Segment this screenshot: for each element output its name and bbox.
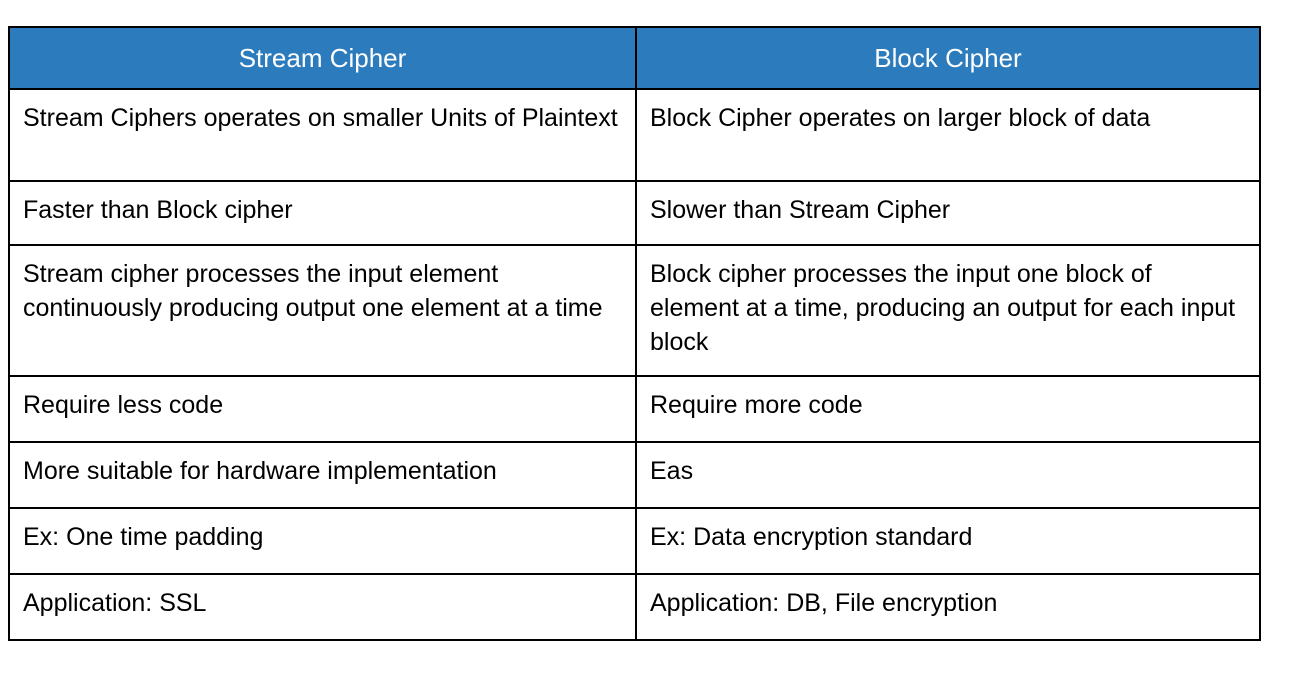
cell-text: Ex: Data encryption standard [650,523,973,551]
cell-block-3: Require more code [635,375,1261,443]
cell-text: Block cipher processes the input one blo… [650,260,1236,356]
table-body: Stream Ciphers operates on smaller Units… [8,88,1261,641]
cell-text: Application: DB, File encryption [650,589,998,617]
cell-block-0: Block Cipher operates on larger block of… [635,88,1261,182]
cell-stream-5: Ex: One time padding [8,507,637,575]
table-row: More suitable for hardware implementatio… [8,441,1261,509]
table-row: Require less code Require more code [8,375,1261,443]
cell-block-2: Block cipher processes the input one blo… [635,244,1261,377]
cell-block-1: Slower than Stream Cipher [635,180,1261,246]
cell-stream-4: More suitable for hardware implementatio… [8,441,637,509]
cell-block-4: Eas [635,441,1261,509]
table-row: Application: SSL Application: DB, File e… [8,573,1261,641]
cell-stream-3: Require less code [8,375,637,443]
cell-stream-1: Faster than Block cipher [8,180,637,246]
cell-stream-2: Stream cipher processes the input elemen… [8,244,637,377]
table-row: Ex: One time padding Ex: Data encryption… [8,507,1261,575]
table-header: Stream Cipher Block Cipher [8,26,1261,90]
cell-stream-6: Application: SSL [8,573,637,641]
table-row: Faster than Block cipher Slower than Str… [8,180,1261,246]
cell-text: Slower than Stream Cipher [650,196,951,224]
cell-text: Eas [650,457,694,485]
cell-block-5: Ex: Data encryption standard [635,507,1261,575]
cell-text: Faster than Block cipher [23,196,293,224]
table-row: Stream Ciphers operates on smaller Units… [8,88,1261,182]
cell-text: Require more code [650,391,863,419]
column-header-block-cipher: Block Cipher [635,26,1261,90]
cell-text: Block Cipher operates on larger block of… [650,104,1151,132]
table-row: Stream cipher processes the input elemen… [8,244,1261,377]
cell-text: Require less code [23,391,224,419]
cell-stream-0: Stream Ciphers operates on smaller Units… [8,88,637,182]
cell-text: Ex: One time padding [23,523,264,551]
cell-text: More suitable for hardware implementatio… [23,457,497,485]
cell-text: Stream cipher processes the input elemen… [23,260,603,322]
cell-text: Application: SSL [23,589,207,617]
cipher-comparison-table: Stream Cipher Block Cipher Stream Cipher… [8,26,1261,641]
header-row: Stream Cipher Block Cipher [8,26,1261,90]
column-header-stream-cipher: Stream Cipher [8,26,637,90]
cell-text: Stream Ciphers operates on smaller Units… [23,104,618,132]
cell-block-6: Application: DB, File encryption [635,573,1261,641]
